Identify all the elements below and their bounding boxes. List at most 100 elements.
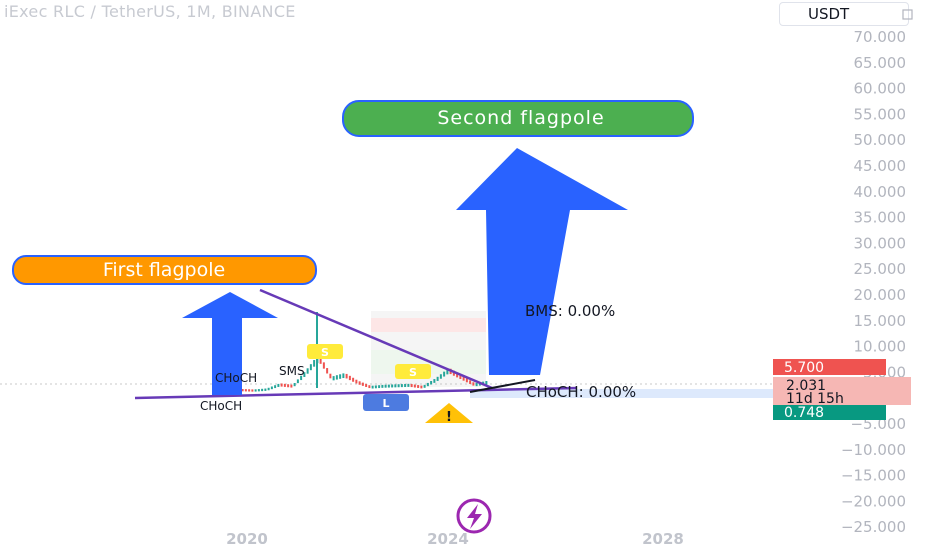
candle — [404, 383, 407, 388]
candle — [326, 368, 329, 374]
currency-selector[interactable]: USDT — [779, 2, 909, 26]
bolt-logo-icon[interactable] — [456, 498, 492, 534]
candle — [355, 379, 358, 384]
candle — [426, 382, 429, 387]
currency-close-icon[interactable] — [902, 9, 913, 20]
y-tick-label: 40.000 — [854, 183, 907, 201]
candle — [303, 372, 306, 377]
x-tick-label: 2024 — [427, 530, 469, 548]
candle — [342, 373, 345, 379]
support-trendline[interactable] — [134, 386, 578, 400]
candle — [283, 383, 286, 387]
candle — [456, 372, 459, 378]
candle — [485, 381, 488, 385]
candle — [332, 376, 335, 381]
y-tick-label: 20.000 — [854, 286, 907, 304]
y-tick-label: 55.000 — [854, 105, 907, 123]
candle — [248, 389, 251, 392]
candle — [410, 384, 413, 388]
candle — [417, 385, 420, 388]
candle — [348, 375, 351, 381]
candle — [459, 374, 462, 380]
candle — [446, 369, 449, 375]
candle — [391, 384, 394, 388]
last-price-badge: 2.031 11d 15h — [773, 377, 911, 407]
candle — [309, 364, 312, 371]
candle — [306, 368, 309, 374]
range-box-red-zone — [371, 318, 486, 332]
upper-price-badge: 5.700 — [773, 359, 886, 376]
candle — [270, 386, 273, 390]
choch-right-label: CHoCH: 0.00% — [526, 383, 636, 401]
first-flagpole-text: First flagpole — [103, 259, 225, 281]
candle — [313, 360, 316, 367]
candle — [387, 384, 390, 388]
y-tick-label: −20.000 — [841, 492, 906, 510]
candle — [274, 385, 277, 389]
candle — [436, 376, 439, 381]
s-marker-1-text: S — [321, 346, 329, 359]
first-flagpole-label: First flagpole — [12, 255, 317, 285]
candle — [293, 383, 296, 387]
candle — [254, 389, 257, 392]
candle — [244, 389, 247, 392]
y-axis: 70.00065.00060.00055.00050.00045.00040.0… — [841, 28, 906, 536]
candle — [469, 380, 472, 384]
candle — [423, 384, 426, 388]
candle — [361, 382, 364, 386]
warning-icon[interactable]: ! — [425, 403, 473, 425]
y-tick-label: 15.000 — [854, 312, 907, 330]
candle — [290, 384, 293, 388]
choch-band — [470, 389, 775, 398]
lower-price-text: 0.748 — [784, 405, 824, 421]
y-tick-label: −15.000 — [841, 467, 906, 485]
upper-price-text: 5.700 — [784, 360, 824, 376]
y-tick-label: 65.000 — [854, 54, 907, 72]
y-tick-label: 35.000 — [854, 209, 907, 227]
y-tick-label: 60.000 — [854, 80, 907, 98]
candle — [475, 382, 478, 387]
candle — [322, 362, 325, 369]
candle — [439, 374, 442, 379]
candle — [443, 371, 446, 377]
candle — [430, 381, 433, 385]
second-flagpole-label: Second flagpole — [342, 100, 694, 137]
candle — [384, 384, 387, 388]
candle — [329, 373, 332, 379]
l-marker[interactable]: L — [363, 394, 409, 411]
y-tick-label: −10.000 — [841, 441, 906, 459]
candle — [352, 377, 355, 382]
x-tick-label: 2028 — [642, 530, 684, 548]
y-tick-label: 25.000 — [854, 260, 907, 278]
candle — [339, 374, 342, 379]
choch-left-lower-label: CHoCH — [200, 399, 242, 413]
candle — [365, 383, 368, 387]
sms-label: SMS — [279, 364, 305, 378]
candle — [287, 384, 290, 388]
candle — [358, 381, 361, 385]
second-flagpole-text: Second flagpole — [437, 107, 604, 129]
candle — [241, 389, 244, 392]
candle — [277, 383, 280, 387]
last-price-text: 2.031 — [786, 378, 826, 394]
s-marker-2[interactable]: S — [395, 364, 431, 379]
candle — [374, 385, 377, 389]
candle — [261, 388, 264, 392]
candle — [296, 379, 299, 384]
second-flagpole-arrow — [456, 148, 628, 375]
candle — [407, 383, 410, 387]
s-marker-1[interactable]: S — [307, 344, 343, 359]
chart-title: iExec RLC / TetherUS, 1M, BINANCE — [4, 2, 296, 21]
candle — [267, 387, 270, 391]
warning-text: ! — [446, 410, 452, 425]
y-tick-label: 30.000 — [854, 234, 907, 252]
l-marker-text: L — [382, 397, 389, 410]
resistance-trendline[interactable] — [259, 288, 493, 390]
candle — [397, 384, 400, 388]
candle — [371, 385, 374, 389]
first-flagpole-arrow — [182, 292, 278, 395]
s-marker-2-text: S — [409, 366, 417, 379]
candle — [400, 384, 403, 388]
